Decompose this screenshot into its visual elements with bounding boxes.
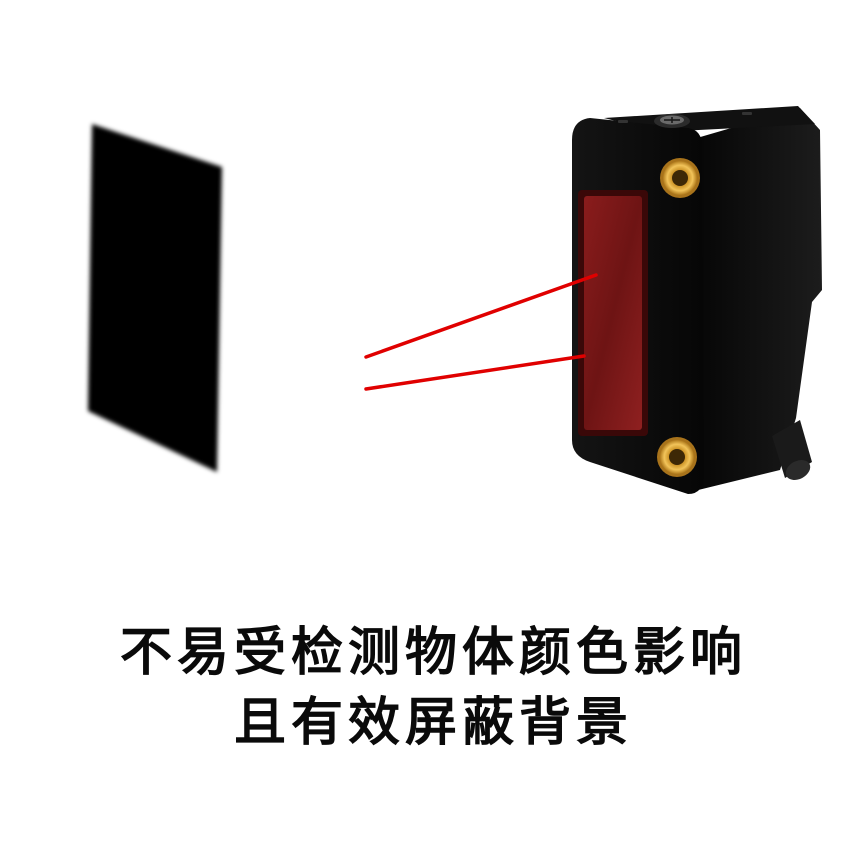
laser-beam-return [364,354,586,391]
brass-insert-top-icon [660,158,700,198]
caption-line-1: 不易受检测物体颜色影响 [119,623,747,683]
sensor-lens-window [578,190,648,436]
caption-line-2: 且有效屏蔽背景 [233,693,633,753]
sensor-side-face [690,108,822,492]
brass-insert-bottom-icon [657,437,697,477]
product-illustration [88,106,822,494]
feature-caption: 不易受检测物体颜色影响 且有效屏蔽背景 [0,618,867,758]
sensor-cable [772,420,812,481]
adjustment-screw-icon [618,112,752,128]
laser-beam-emit [364,273,598,359]
target-panel [88,124,222,472]
